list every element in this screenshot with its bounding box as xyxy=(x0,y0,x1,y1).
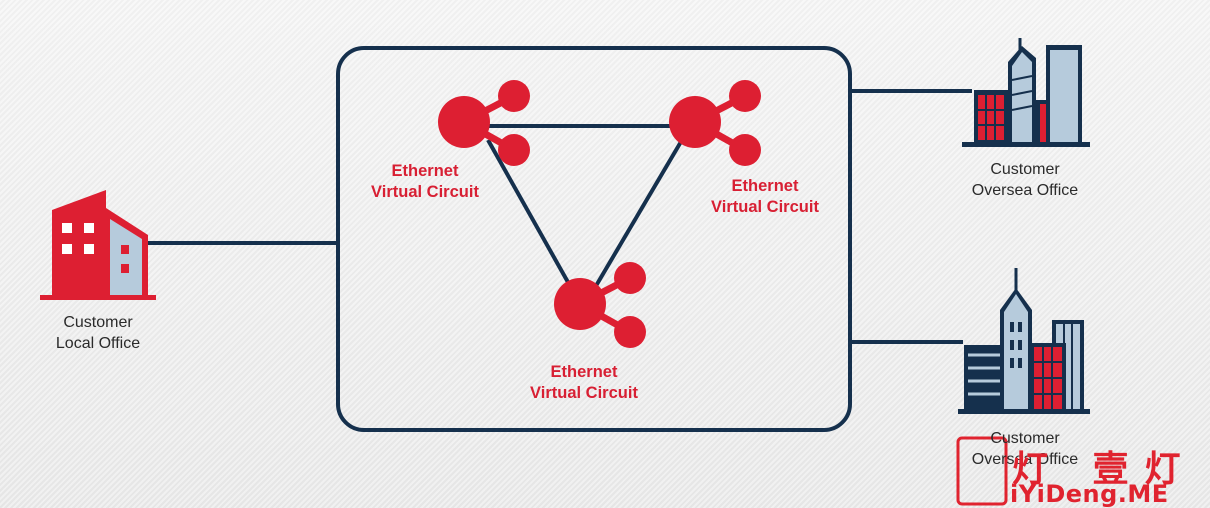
watermark-logo-icon xyxy=(956,436,1008,506)
oversea-office-bottom-label: Customer Oversea Office xyxy=(971,430,1079,468)
watermark-chinese: 灯 壹灯 xyxy=(1012,449,1197,490)
skyscraper-icon xyxy=(958,268,1090,414)
skyscraper-icon xyxy=(962,38,1090,147)
link-evc-right-bottom xyxy=(588,138,684,298)
evc-bottom-label: Ethernet Virtual Circuit xyxy=(530,363,638,402)
evc-left-label: Ethernet Virtual Circuit xyxy=(371,162,479,201)
local-office-label: Customer Local Office xyxy=(55,314,141,352)
share-node-icon xyxy=(554,262,646,348)
share-node-icon xyxy=(669,80,761,166)
provider-network-box xyxy=(336,46,852,432)
building-icon xyxy=(40,190,156,300)
evc-right-label: Ethernet Virtual Circuit xyxy=(711,177,819,216)
oversea-office-top-label: Customer Oversea Office xyxy=(971,161,1079,199)
link-evc-left-bottom xyxy=(486,139,580,301)
watermark-domain: iYiDeng.ME xyxy=(1010,480,1169,508)
share-node-icon xyxy=(438,80,530,166)
